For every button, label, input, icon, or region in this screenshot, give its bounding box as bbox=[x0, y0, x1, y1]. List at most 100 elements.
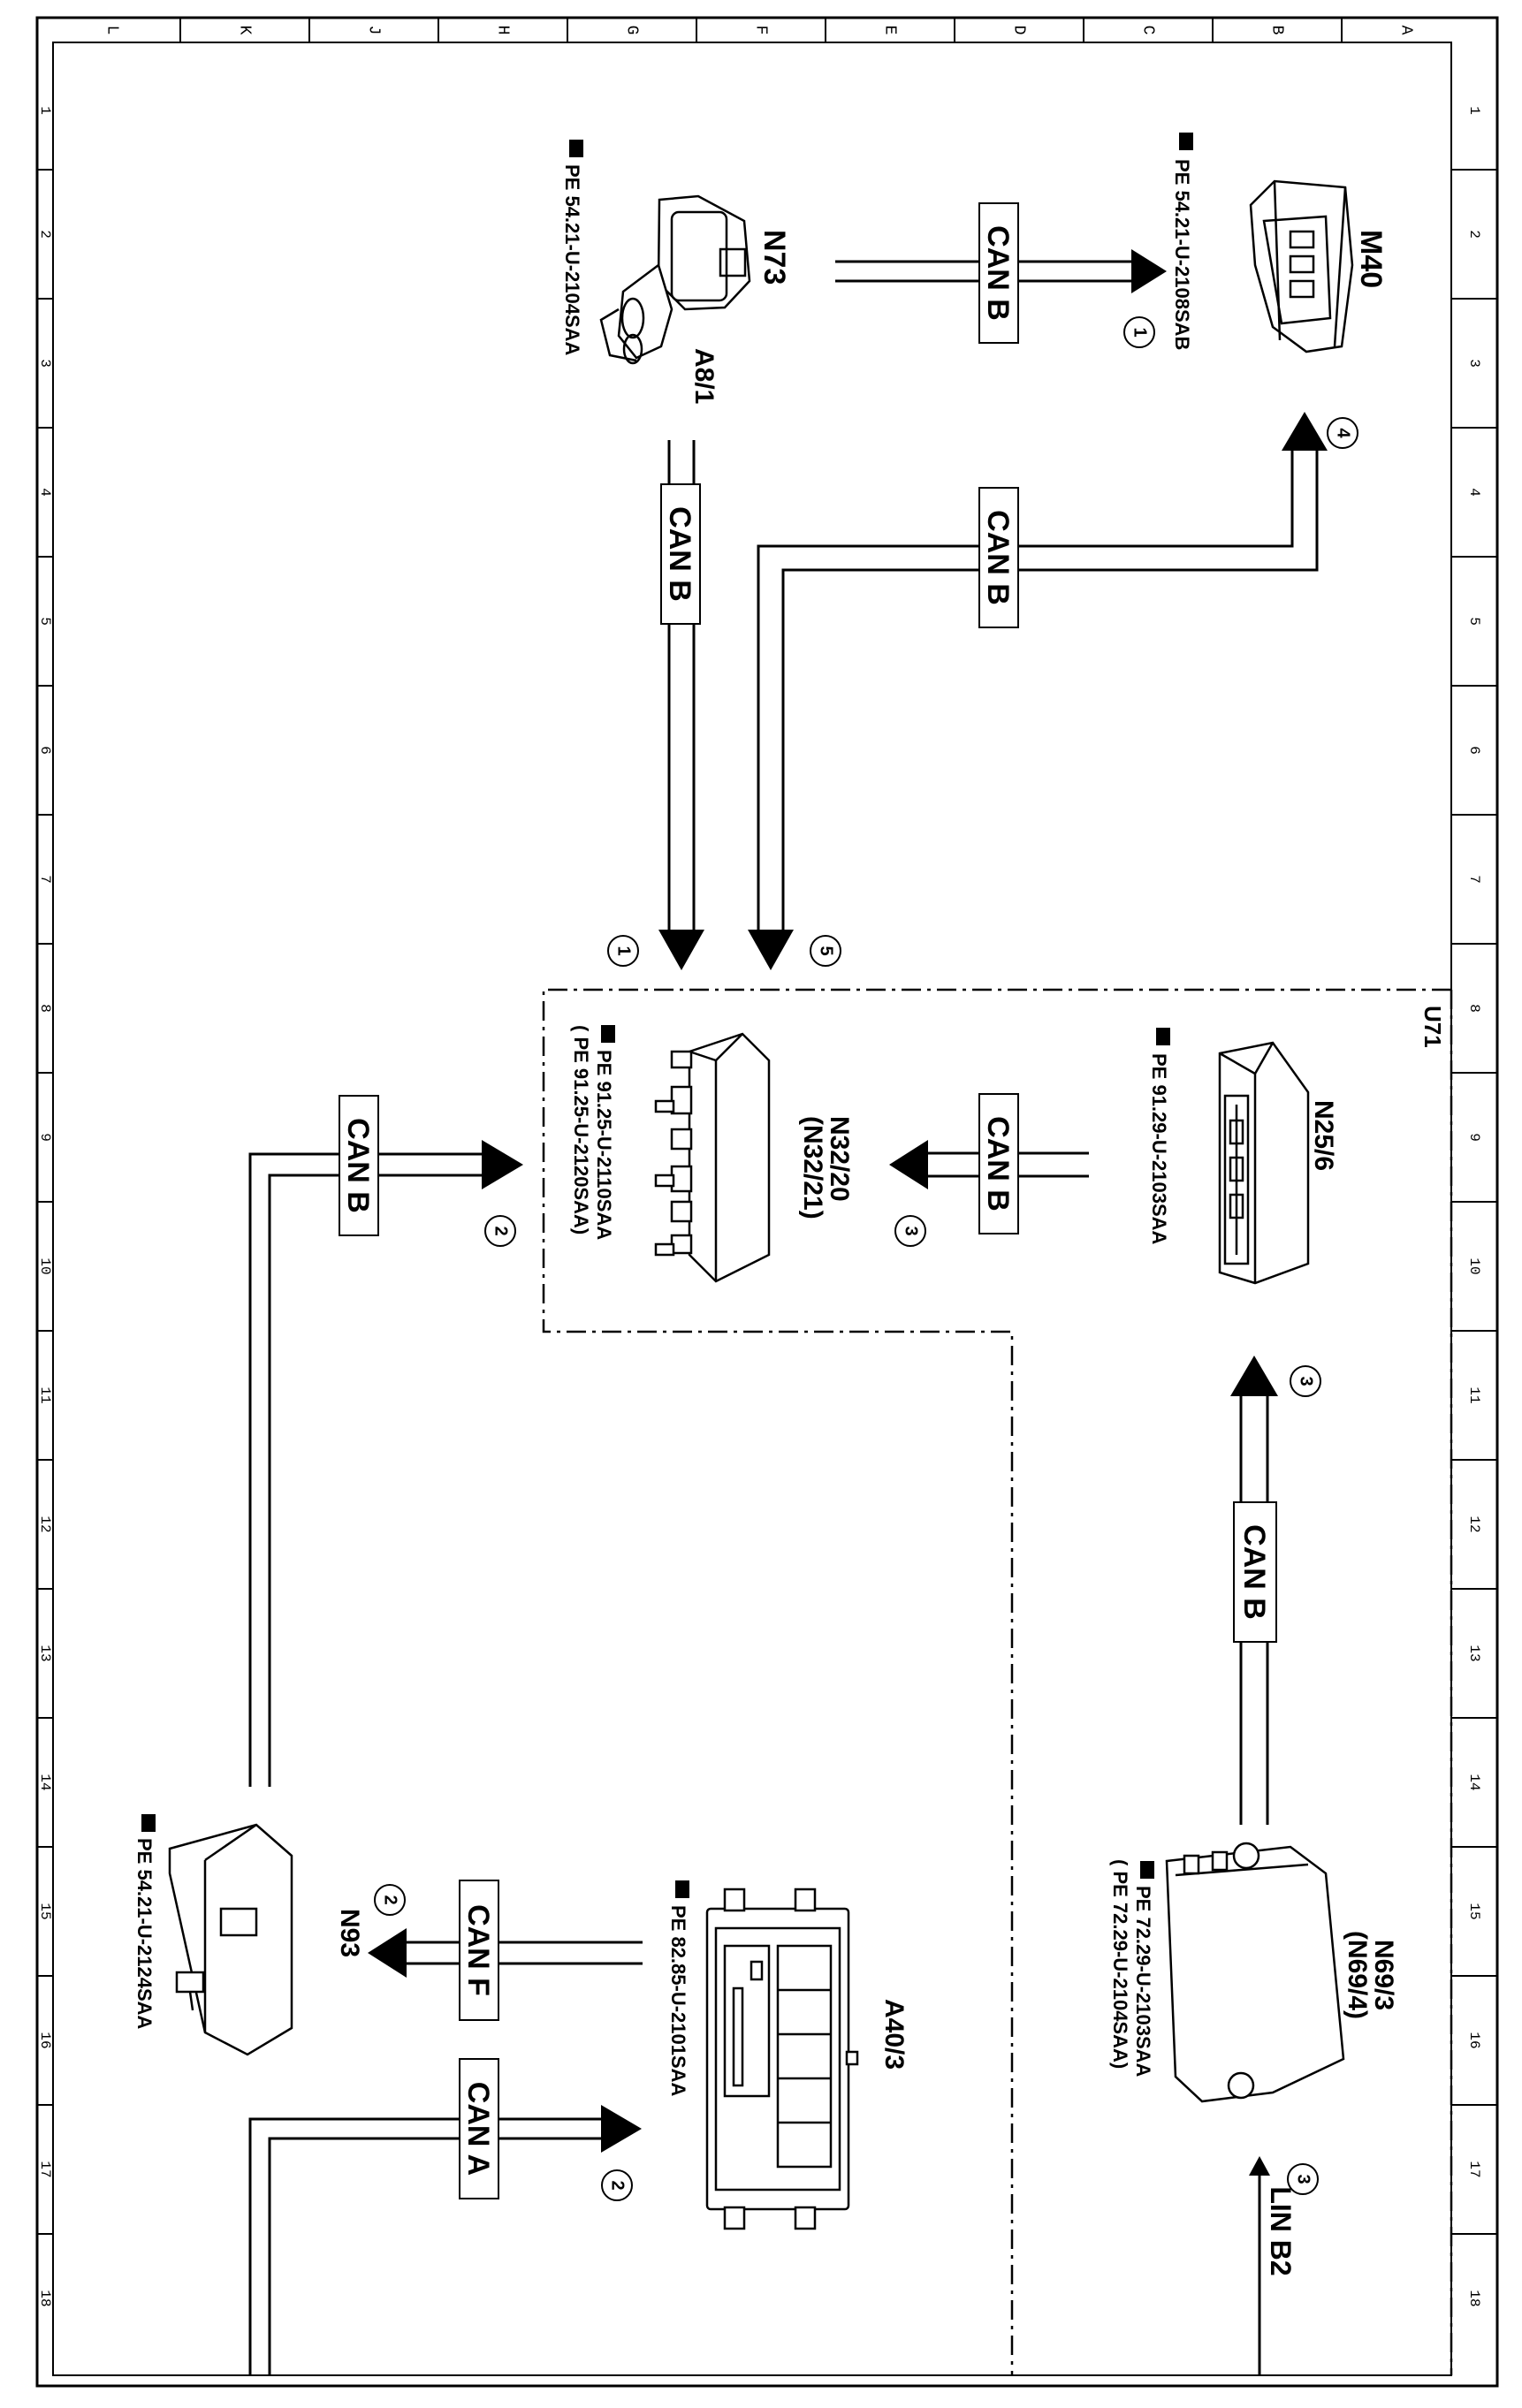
bus-labels: CAN B CAN B CAN B CAN B CAN B CAN B CAN … bbox=[339, 202, 1277, 2199]
n32-alt-name: (N32/21) bbox=[798, 1116, 827, 1219]
marker: 2 bbox=[484, 1215, 516, 1247]
row-number: 14 bbox=[37, 1774, 53, 1790]
n32-ref-2: ( PE 91.25-U-2120SAA) bbox=[570, 1025, 592, 1234]
svg-text:2: 2 bbox=[491, 1226, 511, 1235]
row-number: 4 bbox=[37, 488, 53, 497]
n69-component bbox=[1165, 1842, 1345, 2103]
n25-ref: PE 91.29-U-2103SAA bbox=[1148, 1053, 1170, 1245]
bus-label-can-b: CAN B bbox=[1237, 1524, 1271, 1620]
n32-ref-1: PE 91.25-U-2110SAA bbox=[593, 1050, 615, 1240]
row-number: 2 bbox=[1466, 230, 1482, 239]
row-number: 18 bbox=[37, 2290, 53, 2306]
n32-name: N32/20 bbox=[825, 1116, 854, 1202]
n93-component bbox=[168, 1823, 293, 2056]
marker: 3 bbox=[1290, 1365, 1321, 1397]
arrow-up bbox=[1230, 1356, 1278, 1396]
svg-text:2: 2 bbox=[608, 2180, 628, 2190]
arrow-right bbox=[482, 1140, 523, 1189]
arrow-left bbox=[368, 1928, 407, 1978]
svg-text:1: 1 bbox=[614, 946, 634, 955]
arrow-right bbox=[601, 2105, 642, 2153]
svg-text:3: 3 bbox=[1294, 2174, 1313, 2184]
row-number: 16 bbox=[37, 2032, 53, 2048]
bus-label-can-b: CAN B bbox=[981, 1116, 1015, 1212]
book-icon bbox=[569, 140, 583, 157]
row-number: 12 bbox=[1466, 1515, 1482, 1532]
row-number: 7 bbox=[37, 875, 53, 884]
a40-name: A40/3 bbox=[879, 1999, 909, 2070]
row-number: 9 bbox=[1466, 1133, 1482, 1142]
column-letter: F bbox=[751, 26, 769, 35]
bus-label-can-a: CAN A bbox=[461, 2082, 495, 2176]
svg-text:2: 2 bbox=[381, 1895, 400, 1904]
marker: 2 bbox=[374, 1884, 406, 1916]
n69-ref-1: PE 72.29-U-2103SAA bbox=[1132, 1886, 1154, 2078]
row-number: 10 bbox=[37, 1257, 53, 1274]
m40-ref: PE 54.21-U-2108SAB bbox=[1171, 159, 1193, 350]
column-letter: K bbox=[235, 26, 253, 35]
markers: 1 4 1 5 2 3 3 2 3 2 bbox=[374, 316, 1358, 2201]
m40-name: M40 bbox=[1354, 230, 1388, 288]
row-number: 6 bbox=[1466, 746, 1482, 755]
arrowheads bbox=[368, 249, 1328, 2176]
arrow-down bbox=[748, 930, 794, 970]
row-number: 1 bbox=[37, 106, 53, 115]
row-number: 16 bbox=[1466, 2032, 1482, 2048]
column-letter: E bbox=[880, 26, 898, 35]
n25-component bbox=[1218, 1041, 1310, 1285]
column-letter: C bbox=[1138, 26, 1156, 35]
n69-ref-2: ( PE 72.29-U-2104SAA) bbox=[1109, 1859, 1131, 2069]
n73-component bbox=[599, 194, 751, 365]
bus-label-can-b: CAN B bbox=[341, 1118, 375, 1213]
marker: 3 bbox=[1287, 2163, 1319, 2195]
column-letter: B bbox=[1267, 26, 1285, 35]
component-labels: M40 PE 54.21-U-2108SAB N73 A8/1 PE 54.21… bbox=[133, 133, 1398, 2097]
m40-component bbox=[1249, 179, 1354, 353]
row-number: 15 bbox=[37, 1903, 53, 1919]
bus-label-can-f: CAN F bbox=[461, 1904, 495, 1996]
row-number: 11 bbox=[37, 1386, 53, 1403]
book-icon bbox=[601, 1025, 615, 1043]
book-icon bbox=[1156, 1028, 1170, 1045]
marker: 1 bbox=[607, 935, 639, 967]
row-number: 3 bbox=[1466, 359, 1482, 368]
n32-component bbox=[654, 1032, 771, 1283]
a8-1-name: A8/1 bbox=[689, 348, 719, 404]
row-number: 6 bbox=[37, 746, 53, 755]
arrow-up bbox=[1282, 412, 1328, 451]
row-number: 14 bbox=[1466, 1774, 1482, 1790]
arrow-down bbox=[658, 930, 704, 970]
marker: 2 bbox=[601, 2169, 633, 2201]
marker: 1 bbox=[1123, 316, 1155, 348]
bus-label-can-b: CAN B bbox=[981, 225, 1015, 321]
marker: 4 bbox=[1327, 417, 1358, 449]
column-letters: L K J H G F E D C B A bbox=[103, 26, 1414, 35]
n93-ref: PE 54.21-U-2124SAA bbox=[133, 1838, 156, 2030]
n73-name: N73 bbox=[757, 230, 791, 285]
svg-text:4: 4 bbox=[1334, 428, 1353, 438]
row-number: 10 bbox=[1466, 1257, 1482, 1274]
book-icon bbox=[141, 1814, 156, 1832]
row-number: 7 bbox=[1466, 875, 1482, 884]
svg-text:3: 3 bbox=[902, 1226, 921, 1235]
row-number: 9 bbox=[37, 1133, 53, 1142]
row-number: 5 bbox=[37, 617, 53, 626]
arrow-up bbox=[1249, 2156, 1270, 2176]
n93-name: N93 bbox=[335, 1909, 364, 1957]
group-boundary bbox=[542, 988, 1453, 2375]
marker: 3 bbox=[894, 1215, 926, 1247]
n69-name: N69/3 bbox=[1369, 1940, 1398, 2010]
group-label: U71 bbox=[1419, 1006, 1446, 1048]
row-number: 17 bbox=[1466, 2161, 1482, 2177]
book-icon bbox=[1179, 133, 1193, 150]
row-number: 18 bbox=[1466, 2290, 1482, 2306]
column-letter: J bbox=[364, 26, 382, 35]
a40-ref: PE 82.85-U-2101SAA bbox=[667, 1905, 689, 2097]
svg-text:1: 1 bbox=[1130, 327, 1150, 337]
row-number: 8 bbox=[37, 1004, 53, 1013]
column-letter: D bbox=[1009, 26, 1027, 35]
row-number: 15 bbox=[1466, 1903, 1482, 1919]
bus-label-lin-b2: LIN B2 bbox=[1265, 2186, 1297, 2275]
arrow-right bbox=[1131, 249, 1167, 293]
